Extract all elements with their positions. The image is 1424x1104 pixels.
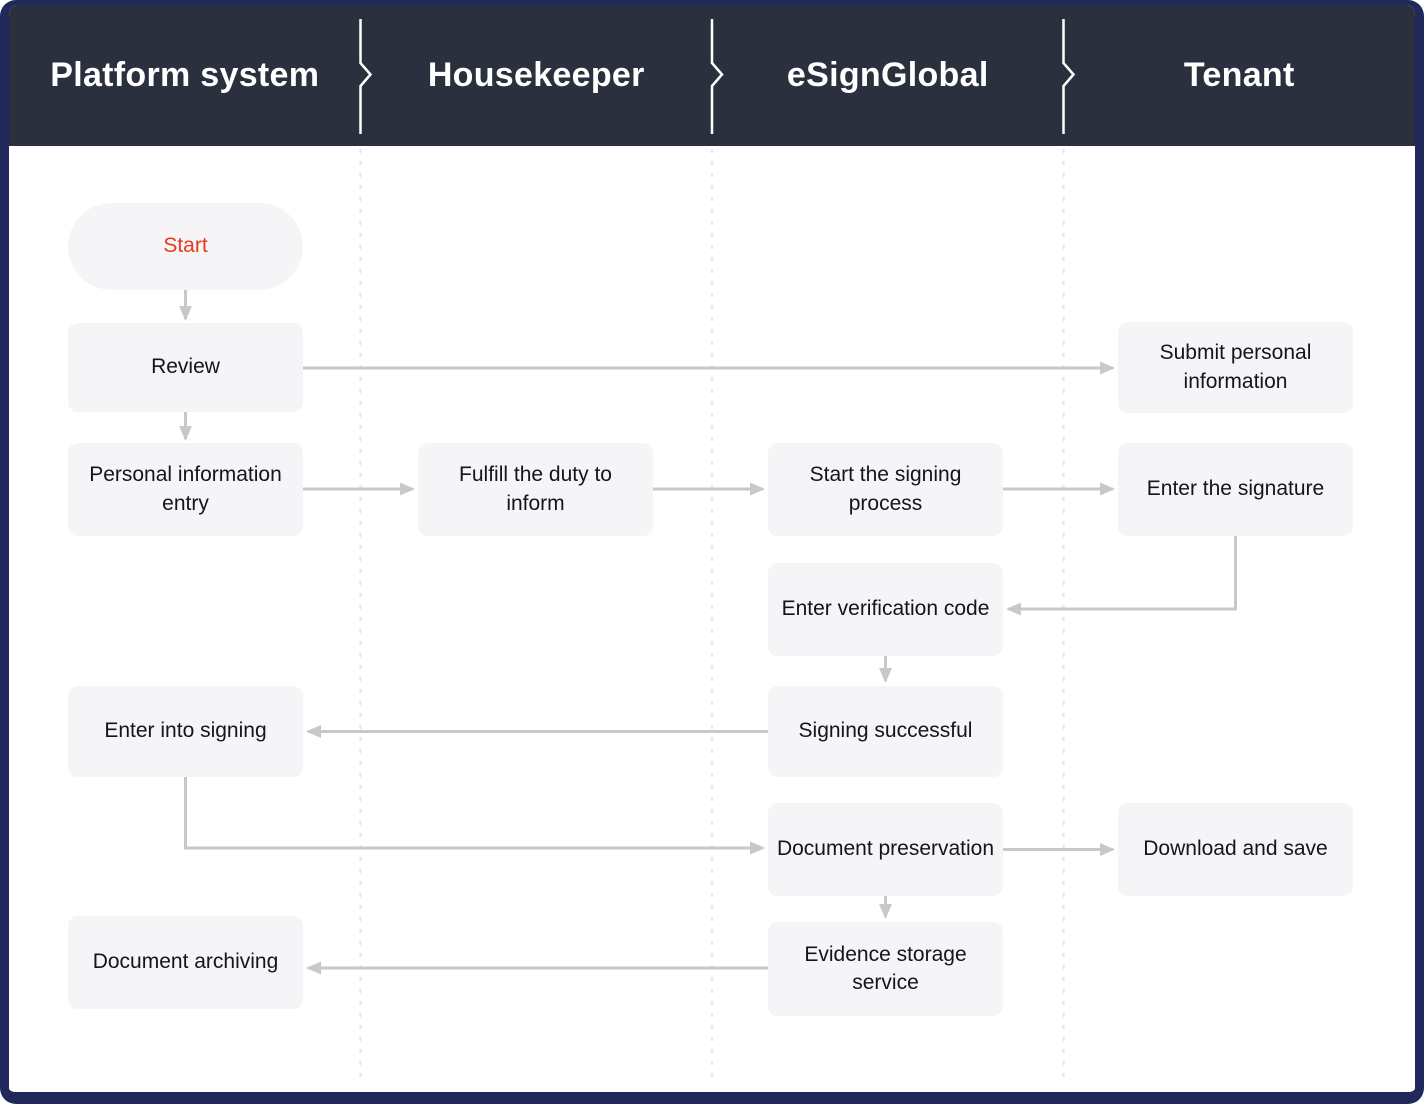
node-label-line: information	[1183, 369, 1288, 393]
swimlane-header: Platform system Housekeeper eSignGlobal Ten…	[9, 5, 1415, 146]
node-evidence-storage-service: Evidence storage service	[768, 922, 1003, 1016]
node-document-archiving: Document archiving	[68, 916, 303, 1009]
node-label-line: Evidence storage	[804, 942, 967, 966]
lane-header-esignglobal: eSignGlobal	[786, 56, 989, 94]
node-label-line: Submit personal	[1159, 341, 1312, 365]
edge-enter-into-signing-to-document-preservation	[184, 777, 765, 855]
node-start-the-signing-process: Start the signing process	[768, 443, 1003, 536]
node-start: Start	[68, 203, 303, 290]
node-enter-into-signing: Enter into signing	[68, 686, 303, 777]
node-enter-verification-code: Enter verification code	[768, 563, 1003, 656]
node-label-line: process	[848, 491, 923, 515]
node-signing-successful: Signing successful	[768, 686, 1003, 777]
node-label-line: entry	[162, 491, 209, 515]
lane-header-platform-system: Platform system	[50, 56, 320, 94]
node-download-and-save: Download and save	[1118, 803, 1353, 896]
node-label-line: Start the signing	[809, 463, 962, 487]
node-personal-information-entry: Personal information entry	[68, 443, 303, 536]
node-label-line: service	[852, 971, 919, 994]
edge-lines	[179, 290, 1237, 975]
node-label-line: inform	[506, 491, 565, 515]
lane-header-tenant: Tenant	[1183, 56, 1295, 94]
lane-header-housekeeper: Housekeeper	[427, 56, 645, 94]
node-fulfill-the-duty-to-inform: Fulfill the duty to inform	[418, 443, 653, 536]
node-label-line: Fulfill the duty to	[459, 463, 612, 487]
node-submit-personal-information: Submit personal information	[1118, 322, 1353, 413]
node-document-preservation: Document preservation	[768, 803, 1003, 896]
edge-enter-the-signature-to-enter-verification-code	[1006, 536, 1237, 616]
node-enter-the-signature: Enter the signature	[1118, 443, 1353, 536]
node-label-line: Personal information	[89, 463, 282, 487]
node-review: Review	[68, 323, 303, 412]
